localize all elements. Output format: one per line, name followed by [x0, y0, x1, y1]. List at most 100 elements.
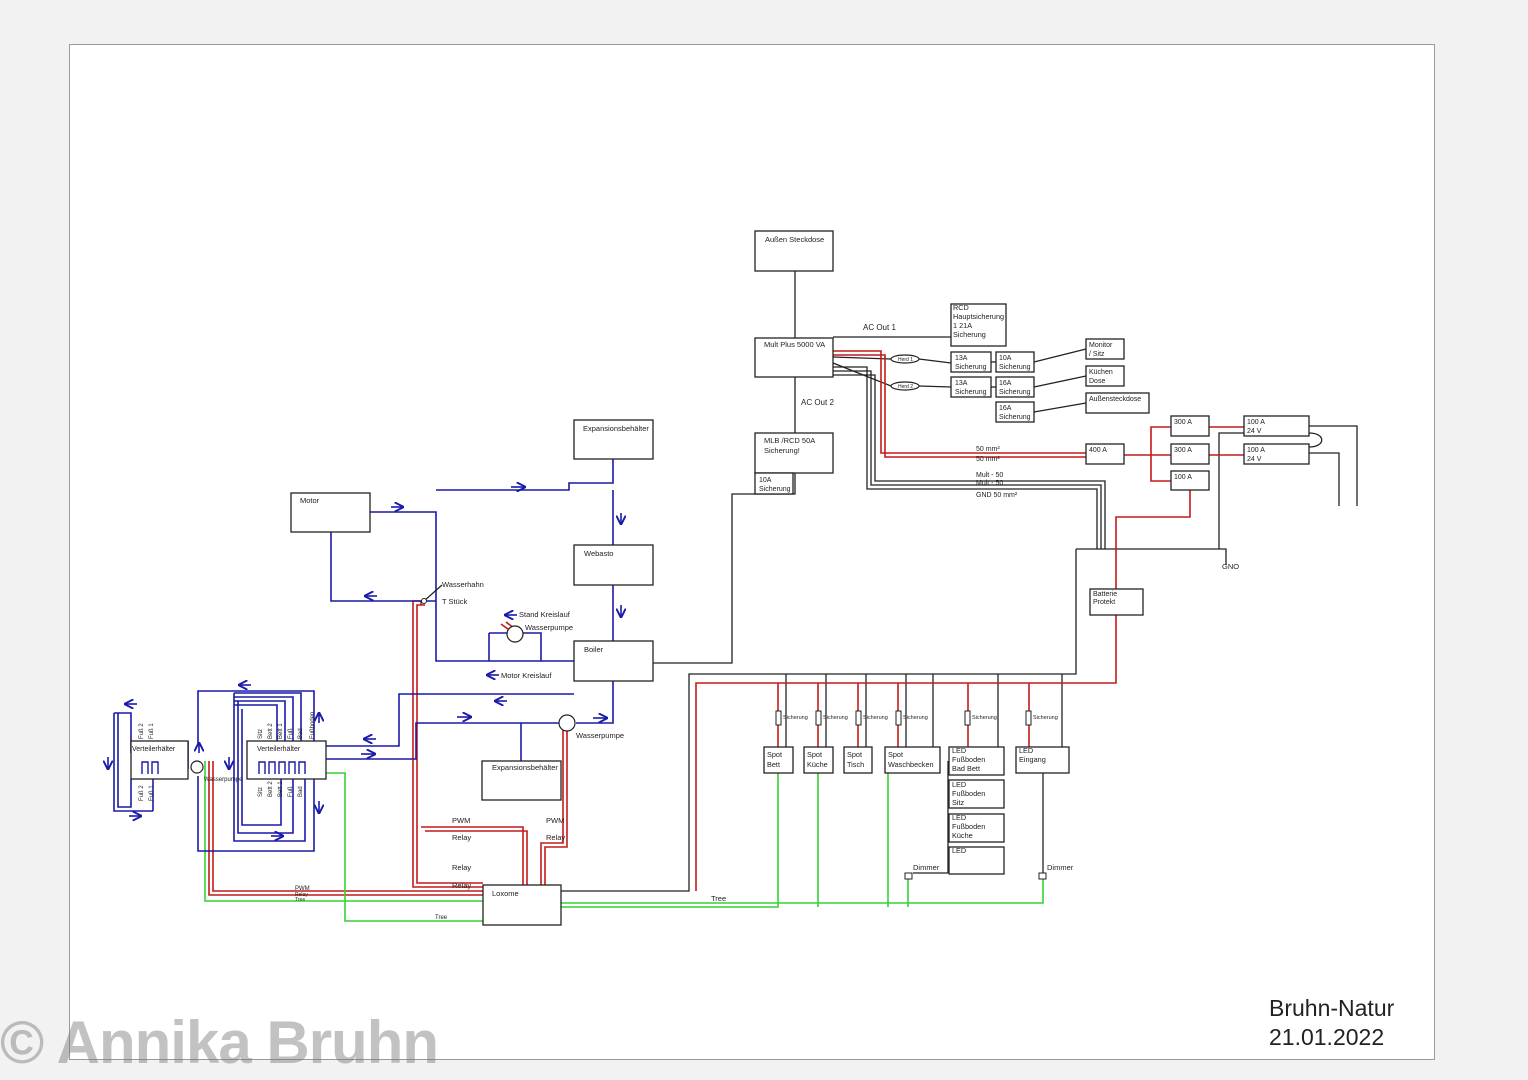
svg-text:Bett 1: Bett 1 — [278, 723, 284, 739]
tree-3-label: Tree — [711, 894, 726, 903]
boiler-box: Boiler — [573, 640, 654, 682]
svg-text:Dimmer: Dimmer — [913, 863, 940, 872]
herd-1: Herd 1 — [890, 354, 920, 364]
svg-text:Fußboden: Fußboden — [310, 712, 316, 739]
wasserpumpe-2-icon — [558, 714, 576, 732]
rcd-hauptsicherung-box: RCD Hauptsicherung 1 21A Sicherung — [950, 303, 1007, 347]
green-signal-wiring — [204, 761, 1044, 922]
mlb-fuse-line-1: 10A — [759, 477, 772, 484]
relay-4-label: Relay — [452, 881, 471, 890]
svg-text:10A Sicherung: 10A Sicherung — [759, 477, 791, 493]
svg-text:300 A: 300 A — [1174, 447, 1192, 454]
ac-out-1-label: AC Out 1 — [863, 323, 896, 332]
wasserpumpe-3-label: Wasserpumpe — [204, 777, 243, 783]
svg-text:Fuß 2: Fuß 2 — [139, 723, 145, 739]
mlb-rcd-box: MLB /RCD 50A Sicherung! — [754, 432, 834, 474]
svg-text:Fuß 1: Fuß 1 — [149, 785, 155, 801]
svg-text:Expansionsbehälter: Expansionsbehälter — [583, 424, 649, 433]
fuse-100a: 100 A — [1170, 470, 1210, 491]
svg-text:300 A: 300 A — [1174, 419, 1192, 426]
multiplus-label: Mult Plus 5000 VA — [764, 340, 825, 349]
fuse-300a-2: 300 A — [1170, 443, 1210, 465]
mlb-line-2: Sicherung! — [764, 446, 800, 455]
svg-text:400 A: 400 A — [1089, 447, 1107, 454]
svg-text:Bad: Bad — [298, 786, 304, 797]
svg-text:Boiler: Boiler — [584, 645, 604, 654]
footer-company: Bruhn-Natur — [1269, 995, 1395, 1021]
svg-text:Bad: Bad — [298, 728, 304, 739]
monitor-sitz-box: Monitor/ Sitz — [1085, 338, 1125, 360]
svg-text:Verteilerhälter: Verteilerhälter — [257, 746, 301, 753]
rcd-line-4: Sicherung — [953, 330, 986, 339]
red-power-wiring — [208, 350, 1244, 896]
svg-text:Sicherung: Sicherung — [972, 715, 997, 721]
verteiler-2-box: Verteilerhälter Sitz Bett 2 Bett 1 Fuß B… — [246, 712, 327, 797]
aussen-steckdose-box: Außen Steckdose — [754, 230, 834, 272]
svg-text:Fuß: Fuß — [288, 786, 294, 797]
svg-text:Sicherung: Sicherung — [823, 715, 848, 721]
rcd-line-1: RCD — [953, 303, 969, 312]
cable-50-1: 50 mm² — [976, 446, 1000, 453]
svg-text:Loxome: Loxome — [492, 889, 519, 898]
pwm-1-label: PWM — [452, 816, 470, 825]
svg-text:Bett 2: Bett 2 — [268, 781, 274, 797]
svg-text:RCD Hauptsicherung: RCD Hauptsicherung 1 21A Sicherung — [953, 303, 1006, 339]
herd-2-label: Herd 2 — [898, 384, 913, 390]
relay-3-label: Relay — [452, 863, 471, 872]
svg-text:Fuß 1: Fuß 1 — [149, 723, 155, 739]
gnd-50: GND 50 mm² — [976, 492, 1018, 499]
wiring-diagram: Außen Steckdose Mult Plus 5000 VA AC Out… — [70, 230, 1358, 926]
wasserhahn-label: Wasserhahn — [442, 580, 484, 589]
svg-text:Sitz: Sitz — [258, 729, 264, 739]
svg-text:Dimmer: Dimmer — [1047, 863, 1074, 872]
fuse-300a-1: 300 A — [1170, 415, 1210, 437]
svg-text:100 A: 100 A — [1174, 474, 1192, 481]
svg-text:Expansionsbehälter: Expansionsbehälter — [492, 763, 558, 772]
svg-text:MLB /RCD 50A Sicherung!: MLB /RCD 50A Sicherung! — [764, 436, 817, 455]
fuse-400a: 400 A — [1085, 443, 1125, 465]
svg-text:100 A24 V: 100 A24 V — [1247, 419, 1265, 435]
wasserpumpe-3-icon — [190, 760, 204, 774]
loxome-box: Loxome — [482, 884, 562, 926]
wasserpumpe-1-icon — [506, 625, 524, 643]
mlb-fuse-box: 10A Sicherung — [754, 472, 794, 495]
svg-text:Webasto: Webasto — [584, 549, 613, 558]
gnd-label: GNO — [1222, 562, 1239, 571]
ac-out-2-label: AC Out 2 — [801, 398, 834, 407]
svg-text:Bett 2: Bett 2 — [268, 723, 274, 739]
tree-1-label: Tree — [295, 897, 305, 903]
rcd-line-2: Hauptsicherung — [953, 312, 1004, 321]
light-fuses: Sicherung Sicherung Sicherung Sicherung … — [775, 710, 1058, 726]
copyright-watermark: © Annika Bruhn — [0, 1009, 439, 1076]
svg-text:Monitor/ Sitz: Monitor/ Sitz — [1089, 342, 1113, 358]
multiplus-box: Mult Plus 5000 VA — [754, 337, 834, 378]
aussensteckdose-box: Außensteckdose — [1085, 392, 1150, 414]
wasserpumpe-2-label: Wasserpumpe — [576, 731, 624, 740]
herd-2: Herd 2 — [890, 381, 920, 391]
svg-text:Sicherung: Sicherung — [783, 715, 808, 721]
stand-kreislauf-label: Stand Kreislauf — [519, 610, 571, 619]
mlb-fuse-line-2: Sicherung — [759, 486, 791, 493]
svg-text:100 A24 V: 100 A24 V — [1247, 447, 1265, 463]
